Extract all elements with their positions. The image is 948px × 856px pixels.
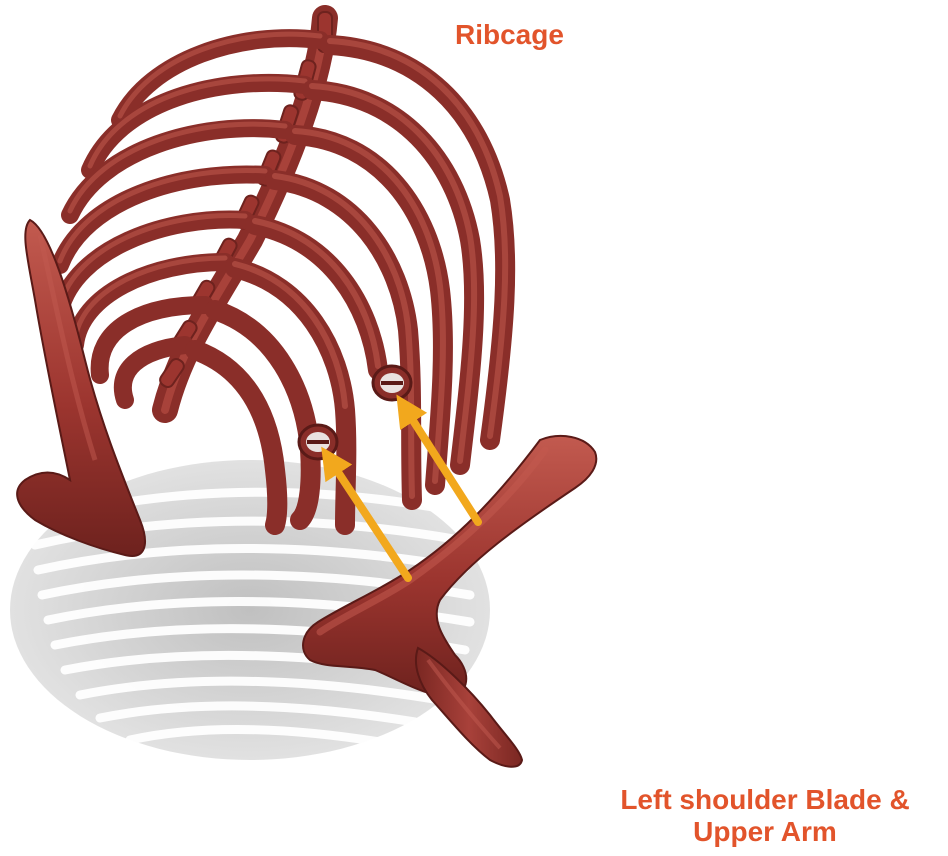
socket-upper: [373, 366, 411, 400]
shoulder-arm-label: Left shoulder Blade & Upper Arm: [590, 784, 940, 848]
shoulder-arm-label-line2: Upper Arm: [590, 816, 940, 848]
socket-lower: [299, 425, 337, 459]
ribcage-label: Ribcage: [455, 19, 564, 51]
ribs-right: [195, 41, 505, 525]
shoulder-arm-label-line1: Left shoulder Blade &: [590, 784, 940, 816]
